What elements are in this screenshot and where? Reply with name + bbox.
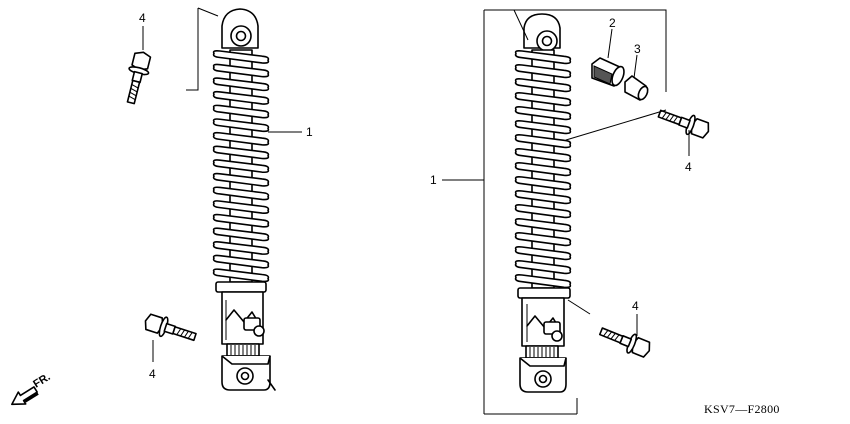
right-shock-absorber[interactable] bbox=[514, 13, 572, 393]
callout-collar: 3 bbox=[634, 42, 641, 56]
bolt-right-upper[interactable] bbox=[656, 104, 712, 141]
callout-right-bolt-top: 4 bbox=[685, 160, 692, 174]
bolt-left-lower[interactable] bbox=[142, 311, 198, 346]
spring-coil bbox=[514, 77, 572, 93]
spring-coil bbox=[514, 63, 572, 79]
left-spring bbox=[212, 49, 270, 283]
right-spring bbox=[514, 49, 572, 289]
spring-coil bbox=[514, 189, 572, 205]
left-lower-body bbox=[215, 281, 276, 391]
spring-coil bbox=[514, 231, 572, 247]
spring-coil bbox=[212, 145, 270, 160]
right-lower-body bbox=[517, 287, 571, 393]
bolt-left-upper[interactable] bbox=[121, 50, 153, 105]
spring-coil bbox=[212, 186, 270, 201]
spring-coil bbox=[212, 77, 270, 92]
spring-coil bbox=[514, 91, 572, 107]
callout-right-shock: 1 bbox=[430, 173, 437, 187]
arrow-icon bbox=[11, 386, 39, 406]
spring-coil bbox=[212, 90, 270, 105]
spring-coil bbox=[212, 63, 270, 78]
spring-coil bbox=[212, 131, 270, 146]
left-shock-absorber[interactable] bbox=[212, 8, 276, 391]
leader-lines bbox=[142, 7, 690, 415]
spring-coil bbox=[212, 104, 270, 119]
spring-coil bbox=[514, 273, 572, 289]
spring-coil bbox=[212, 227, 270, 242]
spring-coil bbox=[514, 147, 572, 163]
callout-right-bolt-bottom: 4 bbox=[632, 299, 639, 313]
right-upper-eye bbox=[523, 13, 561, 52]
collar[interactable] bbox=[624, 75, 650, 101]
diagram-code: KSV7—F2800 bbox=[704, 402, 780, 416]
spring-coil bbox=[212, 49, 270, 64]
spring-coil bbox=[514, 217, 572, 233]
spring-coil bbox=[514, 259, 572, 275]
spring-coil bbox=[514, 161, 572, 177]
front-direction-arrow: FR. bbox=[11, 371, 53, 406]
spring-coil bbox=[514, 119, 572, 135]
spring-coil bbox=[212, 268, 270, 283]
spring-coil bbox=[514, 49, 572, 65]
callout-left-bolt-top: 4 bbox=[139, 11, 146, 25]
spring-coil bbox=[212, 213, 270, 228]
spring-coil bbox=[212, 118, 270, 133]
callout-bushing: 2 bbox=[609, 16, 616, 30]
spring-coil bbox=[212, 159, 270, 174]
spring-coil bbox=[514, 245, 572, 261]
callout-left-bolt-bottom: 4 bbox=[149, 367, 156, 381]
spring-coil bbox=[212, 241, 270, 255]
spring-coil bbox=[514, 203, 572, 219]
spring-coil bbox=[212, 254, 270, 269]
spring-coil bbox=[514, 105, 572, 121]
spring-coil bbox=[514, 175, 572, 191]
spring-coil bbox=[514, 133, 572, 149]
rubber-bushing[interactable] bbox=[591, 57, 626, 87]
bolt-right-lower[interactable] bbox=[597, 322, 653, 360]
left-upper-eye bbox=[221, 8, 259, 49]
callout-left-shock: 1 bbox=[306, 125, 313, 139]
spring-coil bbox=[212, 172, 270, 187]
spring-coil bbox=[212, 200, 270, 214]
